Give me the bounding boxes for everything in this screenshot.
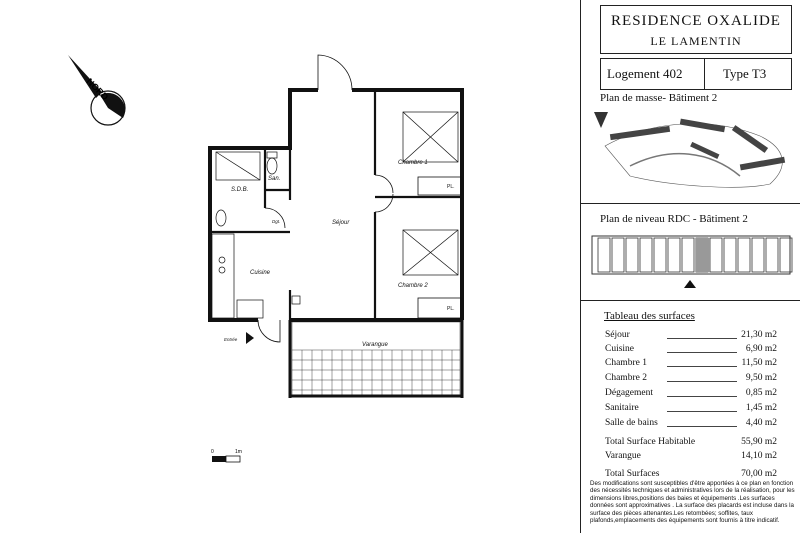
surface-value: 21,30 m2 <box>741 330 777 340</box>
room-cuisine: Cuisine <box>250 270 271 276</box>
room-dgt: Dgt. <box>272 219 280 224</box>
title-block: RESIDENCE OXALIDE LE LAMENTIN <box>600 5 792 54</box>
surface-value: 6,90 m2 <box>745 344 777 354</box>
surface-total-total: Total Surfaces 70,00 m2 <box>605 469 785 481</box>
surface-value: 4,40 m2 <box>745 418 777 428</box>
north-arrow-icon: NORD <box>68 55 126 126</box>
logement-type: Type T3 <box>723 66 767 81</box>
city-name: LE LAMENTIN <box>650 34 742 48</box>
surface-value: 55,90 m2 <box>741 437 777 447</box>
surface-label: Séjour <box>605 330 630 340</box>
surface-label: Salle de bains <box>605 418 658 428</box>
floor-plan: NORD <box>68 54 464 463</box>
info-panel <box>580 0 800 533</box>
surface-row: Cuisine 6,90 m2 <box>605 344 785 356</box>
surface-row: Dégagement 0,85 m2 <box>605 388 785 400</box>
disclaimer-note: Des modifications sont susceptibles d'êt… <box>590 480 795 525</box>
surface-leader <box>667 338 737 339</box>
surface-total-habitable: Total Surface Habitable 55,90 m2 <box>605 437 785 449</box>
surface-label: Dégagement <box>605 388 654 398</box>
doors <box>257 54 394 343</box>
room-entree: Entrée <box>224 337 238 342</box>
surface-row: Sanitaire 1,45 m2 <box>605 403 785 415</box>
bathroom-fixtures <box>215 151 278 227</box>
surface-leader <box>667 426 737 427</box>
surface-label: Total Surface Habitable <box>605 437 696 447</box>
surface-value: 70,00 m2 <box>741 469 777 479</box>
site-plan-image <box>594 112 786 188</box>
scale-zero: 0 <box>211 449 214 455</box>
north-arrow-small-icon <box>594 112 608 128</box>
interior-walls <box>210 90 462 320</box>
surface-leader <box>667 396 737 397</box>
surface-row: Séjour 21,30 m2 <box>605 330 785 342</box>
surface-row: Salle de bains 4,40 m2 <box>605 418 785 430</box>
logement-block: Logement 402 Type T3 <box>600 58 792 90</box>
surface-total-varangue: Varangue 14,10 m2 <box>605 451 785 463</box>
room-sejour: Séjour <box>332 220 350 226</box>
closet-label-1: PL. <box>447 184 455 190</box>
surface-label: Chambre 2 <box>605 373 647 383</box>
surface-label: Total Surfaces <box>605 469 660 479</box>
room-chambre-1: Chambre 1 <box>398 160 428 166</box>
highlighted-unit <box>696 238 710 272</box>
plan-niveau-title: Plan de niveau RDC - Bâtiment 2 <box>600 213 748 225</box>
plan-masse-title: Plan de masse- Bâtiment 2 <box>600 92 718 104</box>
closet-label-2: PL. <box>447 306 455 312</box>
surface-leader <box>667 366 737 367</box>
logement-divider <box>704 59 705 89</box>
surfaces-title: Tableau des surfaces <box>604 310 695 322</box>
closets <box>417 176 463 319</box>
surface-row: Chambre 2 9,50 m2 <box>605 373 785 385</box>
kitchen-counter <box>211 233 301 319</box>
room-varangue: Varangue <box>362 342 388 348</box>
surface-leader <box>667 411 737 412</box>
surface-value: 14,10 m2 <box>741 451 777 461</box>
room-sdb: S.D.B. <box>231 187 248 193</box>
compass-label: NORD <box>85 76 111 102</box>
level-plan-image <box>591 235 793 288</box>
surface-value: 9,50 m2 <box>745 373 777 383</box>
surface-value: 1,45 m2 <box>745 403 777 413</box>
entry-arrow-icon <box>246 332 254 344</box>
scale-bar: 0 1m <box>211 449 242 463</box>
room-san: San. <box>268 176 280 182</box>
divider-1 <box>580 203 800 204</box>
surface-label: Cuisine <box>605 344 635 354</box>
location-marker-icon <box>684 280 696 288</box>
residence-name: RESIDENCE OXALIDE <box>611 13 781 29</box>
surface-label: Chambre 1 <box>605 358 647 368</box>
varangue-terrace <box>288 320 464 398</box>
beds <box>402 111 459 276</box>
surface-leader <box>667 381 737 382</box>
surface-label: Sanitaire <box>605 403 639 413</box>
surface-label: Varangue <box>605 451 641 461</box>
surface-row: Chambre 1 11,50 m2 <box>605 358 785 370</box>
logement-number: Logement 402 <box>607 66 683 81</box>
surface-value: 11,50 m2 <box>741 358 777 368</box>
scale-max: 1m <box>235 449 242 455</box>
surface-value: 0,85 m2 <box>745 388 777 398</box>
room-chambre-2: Chambre 2 <box>398 283 428 289</box>
divider-2 <box>580 300 800 301</box>
surface-leader <box>667 352 737 353</box>
